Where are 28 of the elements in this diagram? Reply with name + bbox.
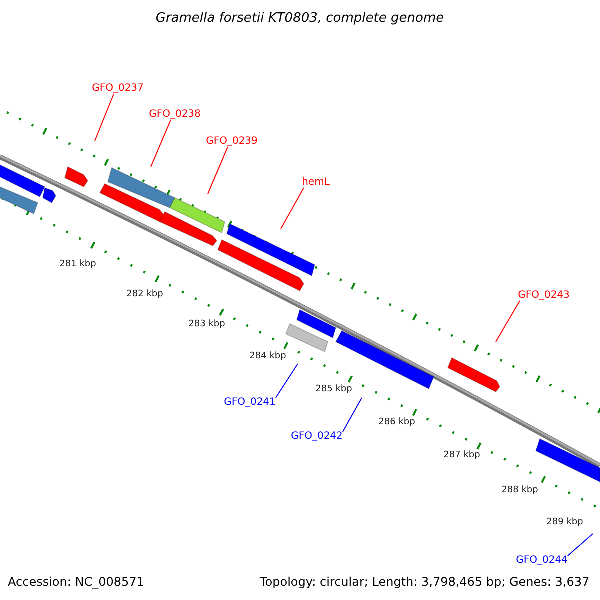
- leader-line: [496, 300, 520, 342]
- leader-line: [342, 398, 362, 432]
- tick-label: 287 kbp: [444, 449, 480, 462]
- gene-label: GFO_0238: [149, 110, 201, 120]
- footer-text: Accession: NC_008571: [8, 574, 144, 591]
- leader-line: [280, 188, 304, 230]
- tick-label: 288 kbp: [502, 484, 538, 498]
- tick-label: 286 kbp: [378, 416, 416, 430]
- tick-label: 282 kbp: [126, 288, 164, 302]
- gene-label: GFO_0241: [224, 398, 276, 408]
- tick-label: 289 kbp: [546, 516, 584, 530]
- gene-label: GFO_0237: [92, 84, 144, 94]
- tick-label: 284 kbp: [250, 350, 286, 364]
- leader-line: [567, 534, 594, 556]
- gene-label: GFO_0244: [516, 556, 568, 566]
- tick-label: 283 kbp: [188, 318, 226, 332]
- gene-label: GFO_0243: [518, 291, 570, 301]
- tick-label: 285 kbp: [316, 383, 352, 396]
- tick-label: 281 kbp: [60, 258, 96, 272]
- title: Gramella forsetii KT0803, complete genome: [154, 10, 446, 28]
- footer-text: Topology: circular; Length: 3,798,465 bp; Genes: 3,637: [260, 574, 590, 591]
- leader-line: [208, 146, 228, 194]
- leader-line: [275, 364, 298, 398]
- gene-label: hemL: [302, 178, 330, 188]
- leader-line: [150, 120, 172, 168]
- gene-label: GFO_0239: [206, 137, 258, 147]
- leader-line: [94, 94, 114, 142]
- gene-label: GFO_0242: [291, 432, 343, 442]
